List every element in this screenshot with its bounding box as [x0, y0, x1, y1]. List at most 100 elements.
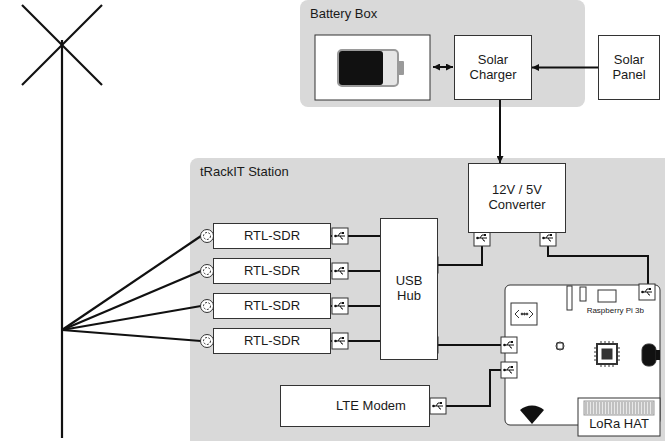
- drawing-circle: [334, 305, 337, 308]
- drawing-path: [543, 235, 553, 241]
- drawing-rect: [484, 234, 486, 236]
- drawing-circle: [542, 237, 545, 240]
- drawing-path: [433, 403, 443, 409]
- cpu-core: [602, 349, 612, 359]
- drawing-rect: [398, 61, 404, 75]
- drawing-line: [640, 402, 641, 414]
- drawing-line: [62, 330, 201, 341]
- drawing-rect: [342, 337, 344, 339]
- connector: [532, 67, 598, 69]
- drawing-g: [332, 333, 348, 349]
- process-box: Solar Panel: [598, 35, 660, 100]
- drawing-line: [646, 402, 647, 414]
- node-label: Solar Charger: [459, 53, 527, 83]
- drawing-line: [622, 402, 623, 414]
- drawing-line: [628, 402, 629, 414]
- drawing-circle: [201, 335, 214, 348]
- display-connector: [580, 287, 586, 301]
- drawing-rect: [501, 362, 517, 378]
- process-box: RTL-SDR: [213, 328, 331, 354]
- drawing-circle: [204, 268, 211, 275]
- drawing-g: [639, 284, 655, 300]
- process-box: LTE Modem: [280, 385, 430, 427]
- drawing-path: [335, 303, 345, 309]
- drawing-path: [477, 235, 487, 241]
- drawing-line: [62, 306, 201, 330]
- drawing-path: [594, 341, 620, 367]
- drawing-rect: [339, 51, 383, 85]
- drawing-circle: [334, 270, 337, 273]
- group-panel: Battery BoxSolar Charger: [300, 0, 585, 107]
- drawing-line: [610, 402, 611, 414]
- drawing-g: [501, 362, 517, 378]
- drawing-circle: [521, 313, 523, 315]
- lora-header: [584, 401, 654, 415]
- drawing-g: [430, 398, 446, 414]
- drawing-rect: [338, 50, 398, 86]
- drawing-line: [634, 402, 635, 414]
- battery-arrow: [433, 66, 453, 68]
- antenna: [22, 5, 201, 438]
- process-box: USB Hub: [380, 218, 438, 360]
- drawing-line: [62, 236, 201, 330]
- wifi-symbol: [520, 405, 544, 424]
- lora-hat-board: [578, 398, 660, 436]
- drawing-circle: [476, 237, 479, 240]
- node-label: RTL-SDR: [244, 334, 300, 349]
- drawing-line: [586, 402, 587, 414]
- drawing-line: [652, 402, 653, 414]
- drawing-path: [515, 310, 533, 318]
- drawing-circle: [204, 233, 211, 240]
- drawing-rect: [656, 350, 660, 360]
- process-box: Solar Charger: [454, 35, 532, 100]
- drawing-path: [504, 342, 514, 348]
- drawing-line: [589, 402, 590, 414]
- drawing-line: [595, 402, 596, 414]
- coax-connectors: [201, 230, 214, 348]
- drawing-rect: [649, 288, 651, 290]
- drawing-line: [61, 40, 63, 438]
- camera-connector: [598, 290, 616, 302]
- drawing-rect: [440, 402, 442, 404]
- drawing-rect: [550, 234, 552, 236]
- cpu-chip: [597, 344, 617, 364]
- drawing-line: [607, 402, 608, 414]
- drawing-circle: [641, 291, 644, 294]
- drawing-circle: [201, 230, 214, 243]
- drawing-rect: [332, 228, 348, 244]
- drawing-path: [335, 268, 345, 274]
- drawing-rect: [342, 302, 344, 304]
- node-label: Battery Box: [310, 6, 575, 21]
- small-chip: [556, 342, 564, 350]
- drawing-line: [62, 271, 201, 330]
- audio-jack: [642, 344, 656, 366]
- node-label: USB Hub: [385, 274, 433, 304]
- drawing-rect: [342, 267, 344, 269]
- drawing-rect: [332, 263, 348, 279]
- process-box: RTL-SDR: [213, 223, 331, 249]
- node-label: RTL-SDR: [244, 229, 300, 244]
- node-label: 12V / 5V Converter: [473, 183, 561, 213]
- node-label: Solar Panel: [603, 53, 655, 83]
- drawing-path: [642, 289, 652, 295]
- drawing-g: [332, 298, 348, 314]
- drawing-rect: [342, 232, 344, 234]
- process-box: 12V / 5V Converter: [468, 163, 566, 233]
- drawing-line: [22, 5, 102, 85]
- board-box: Raspberry Pi 3b: [505, 285, 660, 425]
- process-box: RTL-SDR: [213, 293, 331, 319]
- ethernet-port: [511, 303, 537, 325]
- drawing-g: [332, 228, 348, 244]
- battery-box: [315, 35, 430, 100]
- drawing-rect: [511, 341, 513, 343]
- group-panel: tRackIT Station 12V / 5V ConverterRTL-SDR…: [190, 158, 665, 441]
- drawing-rect: [557, 343, 563, 349]
- drawing-rect: [511, 366, 513, 368]
- drawing-path: [335, 338, 345, 344]
- board-box: LoRa HAT: [578, 398, 660, 436]
- node-label: LTE Modem: [336, 399, 406, 414]
- node-label: tRackIT Station: [200, 164, 655, 179]
- node-label: LoRa HAT: [589, 416, 649, 431]
- drawing-line: [625, 402, 626, 414]
- station-panel: [190, 158, 665, 441]
